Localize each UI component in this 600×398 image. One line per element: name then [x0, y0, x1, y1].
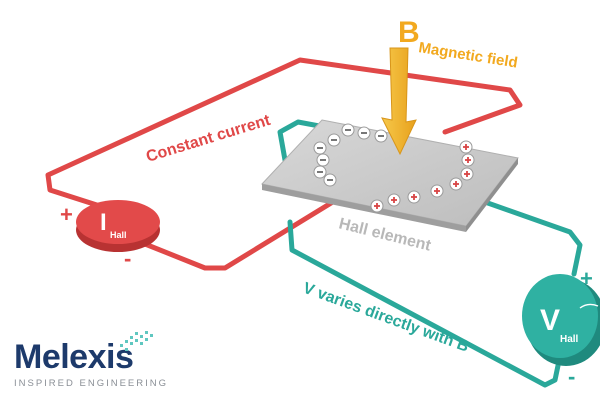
field-symbol-label: B	[398, 16, 420, 49]
hall-element-plate	[261, 119, 519, 232]
magnetic-field-arrow	[381, 47, 417, 156]
v-hall-symbol: V	[540, 304, 560, 337]
logo-tagline: INSPIRED ENGINEERING	[14, 378, 169, 389]
logo-dots-icon	[120, 331, 153, 351]
i-hall-symbol: I	[100, 209, 107, 236]
i-hall-subscript: Hall	[110, 230, 127, 240]
positive-charges	[370, 140, 475, 213]
voltage-plus-sign: +	[580, 266, 593, 291]
current-plus-sign: +	[60, 202, 73, 227]
v-varies-label: V varies directly with B	[301, 280, 471, 356]
voltage-minus-sign: -	[568, 364, 575, 389]
voltage-wire	[277, 119, 583, 388]
magnetic-field-label: Magnetic field	[417, 39, 518, 71]
current-minus-sign: -	[124, 246, 131, 271]
current-source-disc	[76, 200, 160, 252]
logo-wordmark: Melexis	[14, 338, 134, 376]
v-hall-subscript: Hall	[560, 334, 579, 345]
current-wire	[45, 57, 523, 271]
negative-charges	[313, 123, 388, 187]
melexis-logo: Melexis INSPIRED ENGINEERING	[14, 340, 168, 389]
voltmeter-disc	[522, 274, 600, 366]
